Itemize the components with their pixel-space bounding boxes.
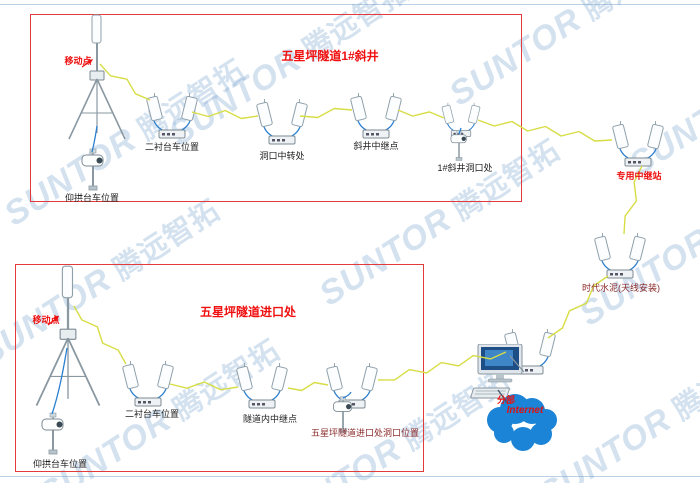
link-entrance-pair1-relay [169, 381, 239, 391]
shaft-portal-label: 1#斜井洞口处 [437, 163, 493, 173]
entrance-relay-label: 隧道内中继点 [242, 414, 297, 424]
shaft-pair1-label: 二衬台车位置 [144, 142, 199, 152]
relay-station-bridge [611, 120, 665, 167]
internet-cloud [487, 394, 557, 451]
entrance-pair1-label: 二衬台车位置 [124, 409, 179, 419]
entrance-mobile-mast [35, 264, 101, 407]
shaft-camera-label: 仰拱台车位置 [64, 193, 119, 203]
entrance-mobile-label: 移动点 [32, 315, 60, 325]
link-entrance-portal-branch [377, 351, 507, 381]
shaft-portal-camera [450, 129, 468, 162]
cement-plant-label: 时代水泥(天线安装) [582, 283, 660, 293]
annotation-arrows [47, 59, 93, 326]
cable-computer-cloud [497, 389, 509, 405]
link-entrance-relay-portal [287, 381, 329, 392]
watermark-line [0, 476, 700, 477]
link-relay-cement [623, 165, 643, 235]
branch-office-computer [470, 344, 523, 399]
cable-entrance-camera [51, 347, 68, 415]
entrance-relay-bridge [235, 362, 289, 409]
wireless-links [73, 63, 643, 392]
cables [51, 125, 525, 415]
entrance-portal-bridge [325, 362, 379, 409]
branch-office-label: 分部 [496, 395, 515, 405]
link-shaft-pair2-pair3 [299, 107, 353, 119]
cement-plant-bridge [593, 232, 647, 279]
entrance-section-title: 五星坪隧道进口处 [199, 305, 296, 319]
entrance-portal-label: 五星坪隧道进口处洞口位置 [310, 428, 419, 438]
link-shaft-pair3-portal [397, 109, 445, 119]
entrance-section-frame [15, 264, 424, 472]
link-portal-relay [477, 119, 613, 142]
shaft-bridge-pair-1 [145, 92, 199, 139]
shaft-section-title: 五星坪隧道1#斜井 [281, 49, 379, 63]
shaft-pair2-label: 洞口中转处 [259, 151, 305, 161]
shaft-mobile-label: 移动点 [64, 56, 92, 66]
cable-portal-camera [458, 127, 462, 135]
link-shaft-pair1-pair2 [191, 109, 259, 120]
shaft-bridge-pair-3 [349, 92, 403, 139]
cable-entrance-portal-camera [342, 391, 352, 399]
entrance-camera-label: 仰拱台车位置 [32, 459, 87, 469]
internet-label: Internet [506, 405, 544, 416]
cable-shaft-camera [91, 125, 98, 153]
entrance-trolley-camera [41, 412, 64, 455]
cable-bridge-computer [509, 355, 525, 373]
entrance-portal-camera [332, 395, 353, 434]
shaft-bridge-pair-2 [255, 98, 309, 145]
link-entrance-mast-pair1 [73, 305, 127, 365]
link-shaft-mast-pair1 [99, 63, 151, 101]
shaft-section-frame [30, 14, 522, 202]
relay-station-label: 专用中继站 [616, 171, 662, 181]
shaft-pair3-label: 斜井中继点 [353, 141, 399, 151]
entrance-bridge-pair-1 [121, 360, 175, 407]
link-cement-branch [547, 275, 609, 339]
shaft-trolley-camera [81, 148, 104, 191]
watermark-line [0, 4, 700, 5]
